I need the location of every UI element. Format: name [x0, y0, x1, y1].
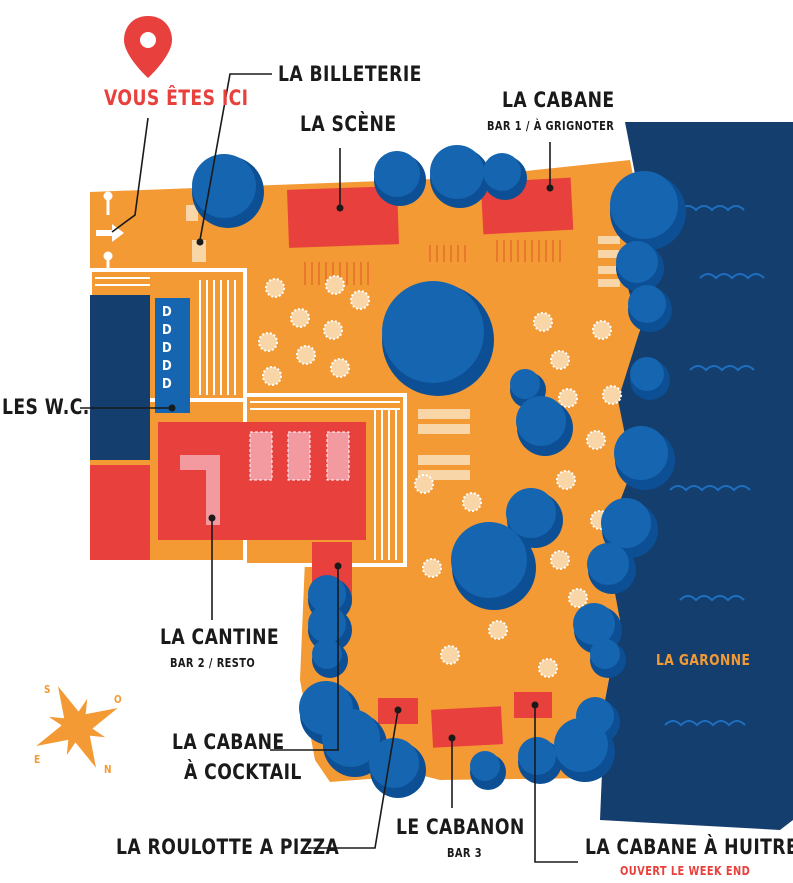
roulotte-label: LA ROULOTTE A PIZZA [116, 835, 340, 859]
round-tables [258, 275, 622, 678]
compass-s: S [44, 683, 51, 696]
cantine-table-1 [249, 431, 273, 481]
cantine-table-3 [326, 431, 350, 481]
wc-label: LES W.C. [2, 395, 90, 419]
compass-e: E [34, 753, 41, 766]
cabane-huitres-sub-label: OUVERT LE WEEK END [620, 864, 751, 878]
compass-o: O [114, 693, 123, 706]
cabanon-sub-label: BAR 3 [447, 846, 483, 860]
river-waves [664, 205, 765, 727]
you-are-here-label: VOUS ÊTES ICI [104, 86, 249, 110]
trees [192, 145, 686, 798]
billeterie-booth-1 [186, 205, 198, 221]
wc-toilet-icons: D D D D D [162, 305, 172, 392]
benches [418, 236, 620, 480]
compass-n: N [104, 763, 112, 776]
cabanon-label: LE CABANON [396, 815, 525, 839]
building-wc [155, 298, 190, 413]
cabane-huitres-label: LA CABANE À HUITRES [585, 835, 793, 859]
cabane-cocktail-label-2: À COCKTAIL [184, 760, 302, 784]
river-label: LA GARONNE [656, 651, 751, 669]
cabane-sub-label: BAR 1 / À GRIGNOTER [487, 119, 615, 133]
building-scene [287, 186, 399, 248]
svg-text:D: D [162, 323, 172, 338]
building-cabanon [431, 706, 503, 748]
cabane-label: LA CABANE [502, 88, 615, 112]
cantine-label: LA CANTINE [160, 625, 280, 649]
leader-dots [168, 184, 554, 742]
cantine-sub-label: BAR 2 / RESTO [170, 656, 256, 670]
svg-text:D: D [162, 377, 172, 392]
cantine-bar-counter [180, 455, 220, 525]
billeterie-label: LA BILLETERIE [278, 62, 422, 86]
svg-text:D: D [162, 305, 172, 320]
building-red-left [90, 465, 150, 560]
compass-rose-icon [36, 686, 118, 768]
barrier-stripes [304, 240, 561, 285]
cabane-cocktail-label-1: LA CABANE [172, 730, 285, 754]
building-wc-dark [90, 295, 150, 460]
map-pin-icon [124, 16, 172, 78]
cantine-table-2 [287, 431, 311, 481]
leader-lines [80, 73, 578, 863]
scene-label: LA SCÈNE [300, 112, 397, 136]
billeterie-booth-2 [192, 240, 206, 262]
svg-text:D: D [162, 341, 172, 356]
svg-text:D: D [162, 359, 172, 374]
